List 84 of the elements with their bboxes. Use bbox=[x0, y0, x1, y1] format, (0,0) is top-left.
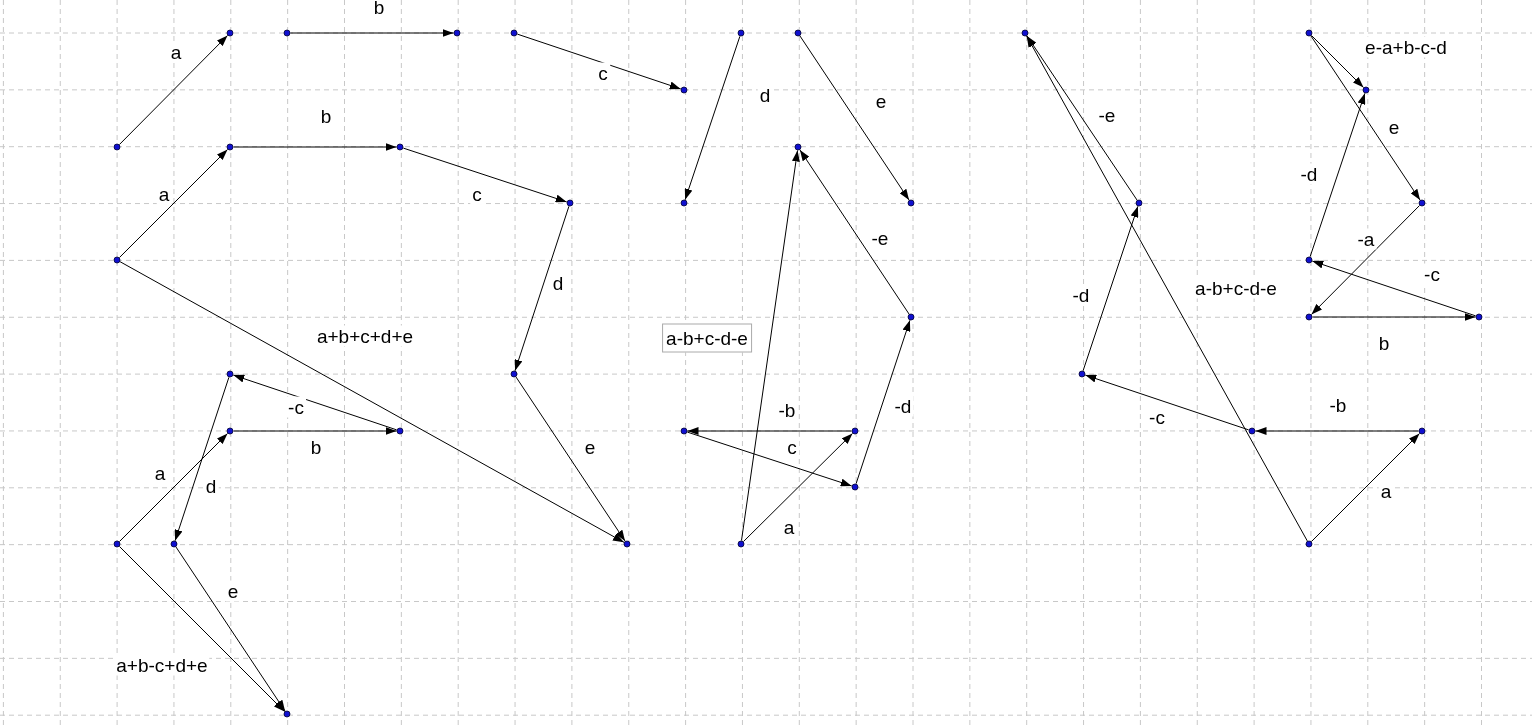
point-dot bbox=[680, 199, 688, 207]
vector-arrow bbox=[515, 376, 626, 542]
point-dot bbox=[396, 143, 404, 151]
vector-label: -c bbox=[1422, 263, 1442, 285]
point-dot bbox=[1305, 540, 1313, 548]
point-dot bbox=[396, 427, 404, 435]
point-dot bbox=[113, 540, 121, 548]
point-dot bbox=[226, 29, 234, 37]
point-dot bbox=[1305, 256, 1313, 264]
point-dot bbox=[851, 483, 859, 491]
point-dot bbox=[851, 427, 859, 435]
vector-label: a-b+c-d-e bbox=[1193, 277, 1279, 299]
vector-label: a+b-c+d+e bbox=[114, 654, 210, 676]
point-dot bbox=[1475, 313, 1483, 321]
point-dot bbox=[1305, 313, 1313, 321]
vector-label: a-b+c-d-e bbox=[662, 323, 752, 353]
vector-arrow bbox=[799, 149, 910, 315]
point-dot bbox=[566, 199, 574, 207]
point-dot bbox=[226, 427, 234, 435]
vector-arrow bbox=[233, 143, 397, 151]
point-dot bbox=[1021, 29, 1029, 37]
vector-arrow bbox=[290, 29, 454, 37]
vector-arrow bbox=[1026, 35, 1138, 201]
point-dot bbox=[680, 86, 688, 94]
point-dot bbox=[283, 710, 291, 718]
vector-label: -a bbox=[1355, 228, 1377, 250]
vector-arrow bbox=[1082, 205, 1139, 372]
vector-arrow bbox=[799, 35, 910, 201]
point-dot bbox=[1418, 427, 1426, 435]
vector-arrow bbox=[741, 149, 800, 542]
point-dot bbox=[1078, 370, 1086, 378]
point-dot bbox=[623, 540, 631, 548]
point-dot bbox=[907, 313, 915, 321]
vector-arrow bbox=[1310, 35, 1421, 201]
point-dot bbox=[510, 370, 518, 378]
vector-arrow bbox=[514, 205, 570, 372]
point-dot bbox=[794, 29, 802, 37]
point-dot bbox=[113, 256, 121, 264]
point-dot bbox=[1418, 199, 1426, 207]
vector-arrow bbox=[1312, 313, 1476, 321]
point-dot bbox=[1362, 86, 1370, 94]
vector-arrow bbox=[233, 427, 397, 435]
vector-label: -c bbox=[286, 396, 306, 418]
point-dot bbox=[1135, 199, 1143, 207]
vector-arrow bbox=[118, 148, 229, 259]
vector-arrow bbox=[118, 545, 286, 713]
vector-arrow bbox=[1309, 92, 1366, 258]
vector-arrow bbox=[118, 35, 229, 145]
vector-arrow bbox=[684, 35, 741, 201]
point-dot bbox=[226, 143, 234, 151]
vector-arrow bbox=[516, 33, 682, 90]
point-dot bbox=[680, 427, 688, 435]
point-dot bbox=[737, 540, 745, 548]
vector-arrow bbox=[1311, 260, 1477, 317]
vector-arrow bbox=[855, 319, 911, 485]
vector-arrow bbox=[118, 432, 229, 543]
point-dot bbox=[907, 199, 915, 207]
vector-arrow bbox=[402, 147, 568, 203]
point-dot bbox=[283, 29, 291, 37]
point-dot bbox=[453, 29, 461, 37]
point-dot bbox=[1305, 29, 1313, 37]
vector-arrow bbox=[686, 431, 853, 487]
vector-label: -d bbox=[1298, 163, 1320, 185]
point-dot bbox=[510, 29, 518, 37]
point-dot bbox=[794, 143, 802, 151]
point-dot bbox=[113, 143, 121, 151]
vector-label: e-a+b-c-d bbox=[1363, 36, 1449, 58]
vector-arrow bbox=[119, 261, 625, 543]
vector-arrow bbox=[232, 374, 398, 431]
vector-arrow bbox=[175, 546, 286, 712]
vector-arrow bbox=[1310, 432, 1421, 543]
point-dot bbox=[737, 29, 745, 37]
vector-arrow bbox=[687, 427, 852, 435]
vector-arrow bbox=[1255, 427, 1419, 435]
vector-label: -d bbox=[892, 395, 914, 417]
vector-arrow bbox=[1310, 205, 1421, 315]
point-dot bbox=[226, 370, 234, 378]
point-dot bbox=[170, 540, 178, 548]
vector-arrow bbox=[174, 376, 230, 542]
point-dot bbox=[1248, 427, 1256, 435]
vector-label: a+b+c+d+e bbox=[314, 325, 416, 347]
vector-arrow bbox=[1084, 374, 1250, 431]
vector-arrow bbox=[1026, 35, 1308, 542]
vector-arrow bbox=[743, 432, 853, 543]
